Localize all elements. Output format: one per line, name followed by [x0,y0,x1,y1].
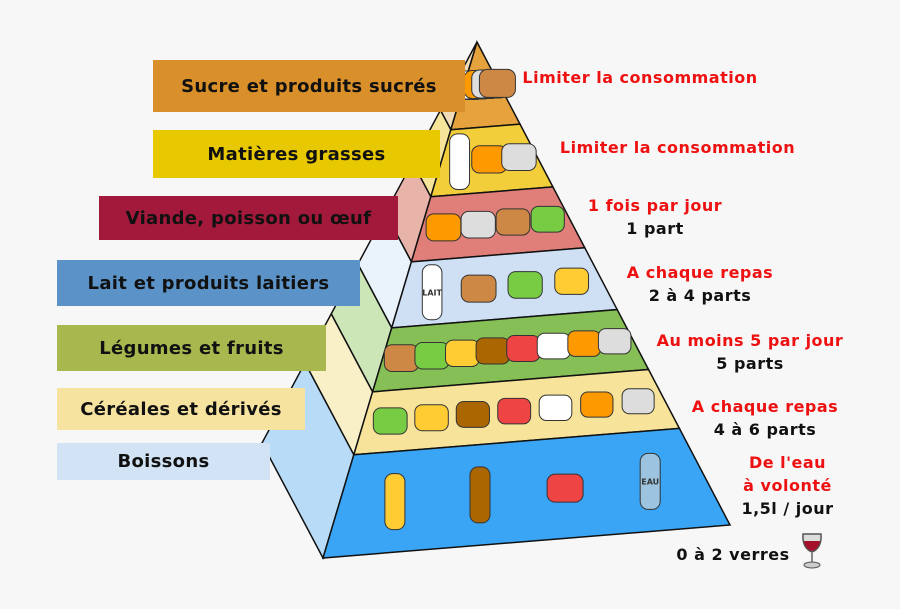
level-label-cereals: Céréales et dérivés [57,388,305,430]
fish-icon [425,213,462,242]
couscous-plate-icon [621,388,655,415]
svg-text:EAU: EAU [641,477,659,486]
kiwi-icon [536,332,571,360]
milk-bottle-icon: LAIT [421,264,443,321]
carrots-icon [383,344,420,373]
sliced-bread-icon [538,394,573,422]
level-label-dairy: Lait et produits laitiers [57,260,360,306]
advice-dairy: A chaque repas 2 à 4 parts [610,261,790,307]
pineapple-icon [506,335,541,362]
advice-text: à volonté [743,476,832,495]
oil-bottle-icon [449,133,471,190]
amount-text: 4 à 6 parts [713,420,817,439]
amount-text: 5 parts [716,354,784,373]
chicken-icon [530,205,565,233]
water-jug-icon [469,466,491,524]
wine-glass-icon [802,533,822,569]
bread-icon [497,397,532,425]
glass-icon [384,473,406,531]
label-text: Sucre et produits sucrés [181,75,437,97]
cereal-bowl-icon [372,407,408,435]
advice-text: De l'eau [748,453,827,472]
advice-text: A chaque repas [691,397,839,416]
advice-drinks: De l'eau à volonté 1,5l / jour [720,451,855,520]
level-label-drinks: Boissons [57,443,270,480]
leek-icon [414,341,450,370]
advice-sugar: Limiter la consommation [522,68,758,87]
advice-text: A chaque repas [626,263,774,282]
label-text: Boissons [117,451,210,472]
label-text: Céréales et dérivés [80,398,282,420]
water-bottle-icon: EAU [639,452,661,510]
advice-cereals: A chaque repas 4 à 6 parts [680,395,850,441]
amount-text: 1 part [626,219,684,238]
label-text: Matières grasses [207,143,386,165]
amount-text: 1,5l / jour [741,499,834,518]
label-text: Lait et produits laitiers [87,272,330,294]
advice-fats: Limiter la consommation [559,138,796,157]
advice-text: 1 fois par jour [587,196,723,215]
eggs-icon [495,208,531,236]
cherries-icon [445,339,480,367]
yogurt-icon [507,271,543,299]
tea-cup-icon [546,473,584,503]
melon-icon [567,330,602,357]
butter-icon [501,143,537,171]
watermelon-icon [597,328,632,355]
level-label-fats: Matières grasses [153,130,440,178]
rice-bowl-icon [580,391,614,418]
label-text: Viande, poisson ou œuf [125,207,372,229]
advice-meat: 1 fois par jour 1 part [570,194,740,240]
label-text: Légumes et fruits [99,337,284,359]
sugar-shaker-icon [478,68,516,98]
advice-text: Au moins 5 par jour [656,331,844,350]
level-label-meat: Viande, poisson ou œuf [99,196,398,240]
steak-icon [460,210,496,239]
wine-advice: 0 à 2 verres [676,545,790,564]
edam-cheese-icon [554,267,590,295]
level-label-sugar: Sucre et produits sucrés [153,60,465,112]
band-front-drinks [321,427,732,559]
cheese-icon [460,274,497,303]
level-label-vegetables: Légumes et fruits [57,325,326,371]
bananas-icon [475,337,511,365]
potatoes-icon [414,404,449,432]
advice-vegetables: Au moins 5 par jour 5 parts [640,329,860,375]
amount-text: 2 à 4 parts [648,286,752,305]
svg-text:LAIT: LAIT [422,288,442,297]
toast-icon [455,401,490,428]
